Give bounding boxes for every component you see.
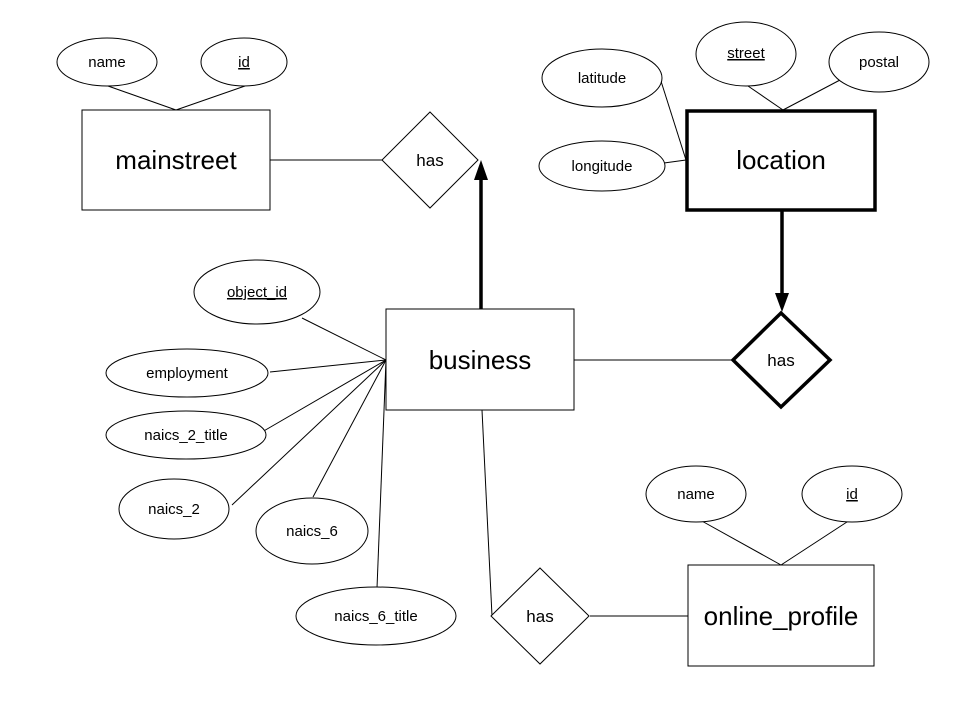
svg-text:id: id <box>846 486 858 503</box>
svg-text:id: id <box>238 54 250 71</box>
relationship-profile-has: has <box>490 567 590 665</box>
attribute-business-naics-2-title: naics_2_title <box>105 410 267 460</box>
svg-text:employment: employment <box>146 365 229 382</box>
svg-text:name: name <box>677 486 715 503</box>
svg-text:name: name <box>88 54 126 71</box>
line-profile-name <box>699 519 782 566</box>
line-business-employment <box>269 359 387 373</box>
line-business-naics-6-title <box>376 359 387 589</box>
entity-online-profile-label: online_profile <box>704 601 859 631</box>
svg-text:naics_6: naics_6 <box>286 523 338 540</box>
attribute-location-longitude: longitude <box>538 140 666 192</box>
svg-text:has: has <box>767 351 794 370</box>
line-mainstreet-name <box>107 85 177 111</box>
arrowhead-up <box>474 160 488 180</box>
entity-mainstreet-label: mainstreet <box>115 145 237 175</box>
svg-text:object_id: object_id <box>227 284 287 301</box>
attribute-online-profile-id: id <box>801 465 903 523</box>
entity-business-label: business <box>429 345 532 375</box>
arrowhead-down <box>775 293 789 312</box>
line-location-longitude <box>663 159 687 164</box>
line-profile-id <box>780 519 851 566</box>
line-business-profile-has <box>481 409 493 617</box>
line-business-object-id <box>301 317 387 361</box>
svg-text:naics_6_title: naics_6_title <box>334 608 417 625</box>
svg-text:has: has <box>526 607 553 626</box>
attribute-business-naics-6-title: naics_6_title <box>295 586 457 646</box>
entity-business: business <box>385 308 575 411</box>
entity-location-label: location <box>736 145 826 175</box>
relationship-location-has: has <box>730 310 833 410</box>
attribute-location-latitude: latitude <box>541 48 663 108</box>
line-location-postal <box>782 79 841 111</box>
connectors <box>107 77 851 617</box>
attribute-mainstreet-name: name <box>56 37 158 87</box>
entity-location: location <box>685 109 877 212</box>
entity-online-profile: online_profile <box>687 564 875 667</box>
attribute-business-naics-2: naics_2 <box>118 478 230 540</box>
svg-text:has: has <box>416 151 443 170</box>
relationship-mainstreet-has: has <box>381 111 479 209</box>
svg-text:latitude: latitude <box>578 70 626 87</box>
svg-text:naics_2: naics_2 <box>148 501 200 518</box>
line-location-latitude <box>659 77 687 161</box>
line-business-naics-2 <box>231 359 387 506</box>
attribute-location-street: street <box>695 21 797 87</box>
svg-text:longitude: longitude <box>572 158 633 175</box>
svg-text:naics_2_title: naics_2_title <box>144 427 227 444</box>
attribute-mainstreet-id: id <box>200 37 288 87</box>
line-business-naics-6 <box>312 359 387 498</box>
line-location-street <box>747 85 784 111</box>
line-business-naics-2-title <box>261 359 387 433</box>
attribute-business-employment: employment <box>105 348 269 398</box>
entity-mainstreet: mainstreet <box>81 109 271 211</box>
line-mainstreet-id <box>175 85 246 111</box>
attribute-location-postal: postal <box>828 31 930 93</box>
attribute-online-profile-name: name <box>645 465 747 523</box>
attribute-business-naics-6: naics_6 <box>255 497 369 565</box>
svg-text:postal: postal <box>859 54 899 71</box>
attribute-business-object-id: object_id <box>193 259 321 325</box>
svg-text:street: street <box>727 45 765 62</box>
